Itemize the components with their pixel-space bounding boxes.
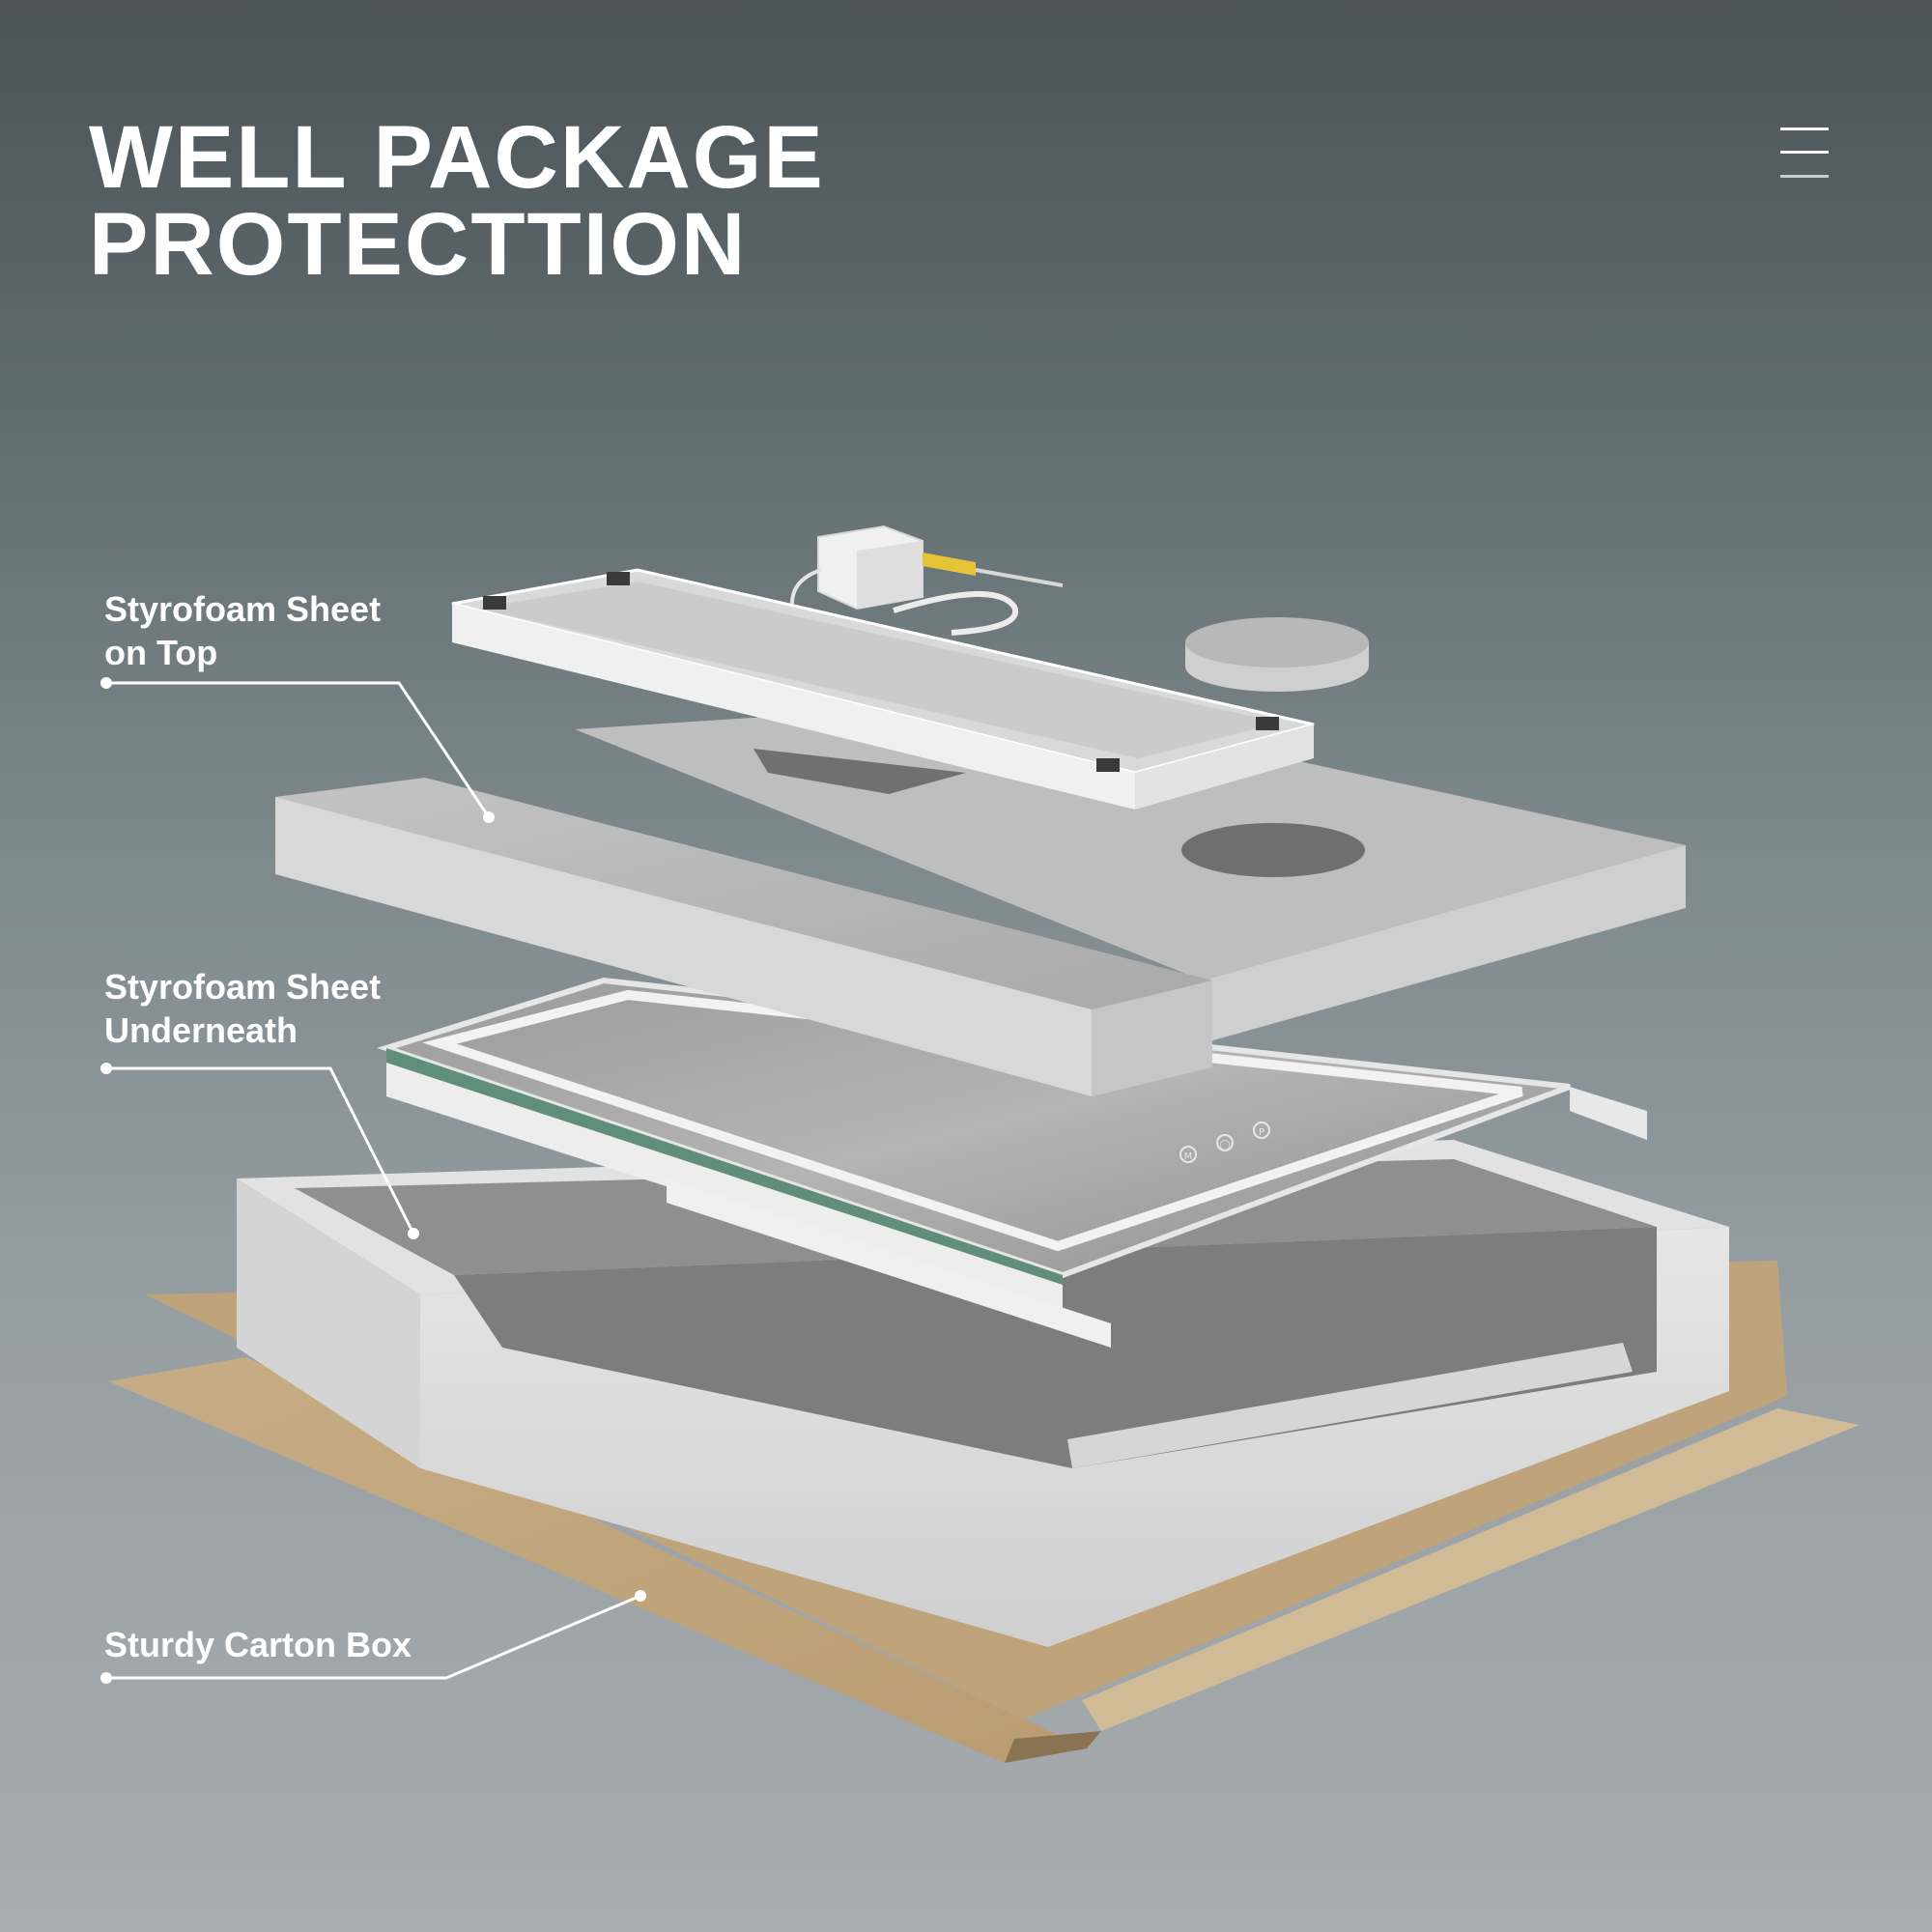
mirror-touch-buttons: M ◯ P [1179, 1122, 1270, 1163]
callout-carton-box-line-1: Sturdy Carton Box [104, 1625, 412, 1664]
callout-dots [100, 677, 646, 1684]
menu-icon-bar [1780, 128, 1829, 130]
leader-line-underneath [106, 1066, 415, 1235]
callout-styrofoam-underneath: Styrofoam Sheet Underneath [104, 965, 381, 1052]
callout-styrofoam-underneath-line-2: Underneath [104, 1010, 298, 1050]
leader-line-top [106, 681, 491, 818]
accessory-tray [451, 525, 1315, 810]
callout-leader-lines [106, 681, 641, 1680]
menu-icon[interactable] [1780, 128, 1829, 178]
menu-icon-bar [1780, 175, 1829, 178]
callout-styrofoam-underneath-line-1: Styrofoam Sheet [104, 967, 382, 1007]
callout-carton-box: Sturdy Carton Box [104, 1623, 412, 1666]
leader-line-carton [106, 1594, 641, 1680]
corner-protector [483, 596, 506, 610]
round-puck-light [1185, 617, 1369, 692]
page-title: WELL PACKAGE PROTECTTION [89, 108, 825, 294]
cable-coil-icon [893, 591, 1019, 636]
screwdriver-icon [923, 553, 1064, 587]
corner-protector [1256, 717, 1279, 730]
page-title-line-2: PROTECTTION [89, 195, 748, 294]
callout-styrofoam-top-line-2: on Top [104, 633, 218, 672]
foam-sheet-top [275, 700, 1686, 1096]
mirror-button-dim: ◯ [1219, 1140, 1230, 1151]
power-adapter-icon [790, 525, 923, 611]
callout-styrofoam-top-line-1: Styrofoam Sheet [104, 589, 382, 629]
mirror-button-p: P [1259, 1127, 1264, 1138]
foam-frame-bottom [237, 1140, 1729, 1647]
menu-icon-bar [1780, 151, 1829, 154]
mirror-button-m: M [1184, 1151, 1193, 1162]
corner-protector [1096, 758, 1120, 772]
page-title-line-1: WELL PACKAGE [89, 108, 825, 207]
led-mirror: M ◯ P [377, 977, 1647, 1348]
callout-styrofoam-top: Styrofoam Sheet on Top [104, 587, 381, 674]
corner-protector [607, 572, 630, 585]
